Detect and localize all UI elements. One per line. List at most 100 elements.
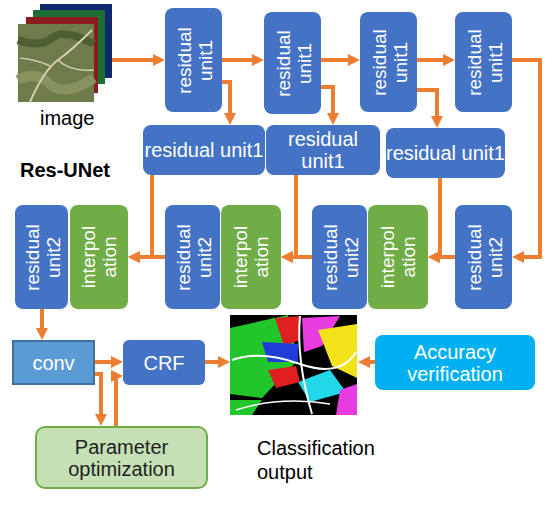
flow-arrow: [321, 54, 360, 66]
arrow-line: [95, 374, 101, 415]
rotated-text-holder: interpol ation: [221, 205, 281, 309]
residual-unit-box: residual unit2: [165, 205, 220, 309]
image-label: image: [40, 106, 120, 130]
arrow-head: [111, 356, 123, 368]
box-label: residual unit2: [172, 205, 214, 309]
flow-arrow: [281, 175, 296, 263]
map-region: [336, 384, 357, 415]
flow-arrow: [111, 370, 123, 426]
box-label: residual unit1: [173, 8, 215, 112]
flow-arrow: [428, 178, 440, 263]
flow-arrow: [281, 251, 312, 263]
map-bg: [230, 315, 357, 415]
rotated-text-holder: residual unit2: [455, 205, 512, 309]
arrow-line: [512, 60, 540, 257]
map-region: [318, 324, 357, 378]
map-region: [275, 316, 300, 346]
box-label: residual unit1: [368, 12, 410, 112]
box-label: residual unit1: [386, 142, 505, 164]
box-label: interpol ation: [230, 205, 272, 309]
map-boundary: [232, 352, 356, 369]
box-label: Parameter optimization: [37, 436, 206, 480]
box-label: residual unit1: [266, 128, 380, 172]
arrow-line: [139, 255, 165, 259]
arrow-line: [321, 87, 333, 114]
box-label: interpol ation: [78, 205, 120, 309]
map-boundary: [299, 316, 312, 414]
residual-unit-box: residual unit2: [312, 205, 367, 309]
box-label: residual unit2: [319, 205, 361, 309]
flow-arrow: [95, 356, 123, 368]
arrow-head: [281, 251, 293, 263]
flow-arrow: [417, 90, 443, 128]
box-label: Accuracy verification: [375, 341, 535, 385]
arrow-head: [36, 328, 48, 340]
output-label: Classification output: [257, 436, 397, 484]
residual-unit-box: residual unit1: [386, 128, 505, 178]
arrow-line: [222, 82, 230, 114]
parameter-box: Parameter optimization: [35, 426, 208, 489]
arrow-head: [428, 251, 440, 263]
rotated-text-holder: residual unit2: [312, 205, 367, 309]
box-label: residual unit2: [21, 205, 63, 309]
arrow-head: [512, 251, 524, 263]
arrow-line: [292, 175, 296, 257]
conv-box: conv: [12, 340, 95, 385]
arrow-head: [95, 414, 107, 426]
arrow-head: [111, 370, 123, 382]
arrow-head: [128, 251, 140, 263]
arrow-line: [139, 175, 152, 257]
rotated-text-holder: residual unit2: [165, 205, 220, 309]
box-label: interpol ation: [377, 205, 419, 309]
residual-unit-box: residual unit1: [360, 12, 417, 112]
arrow-head: [358, 356, 370, 368]
arrow-line: [439, 178, 440, 257]
arrow-head: [443, 54, 455, 66]
flow-arrow: [417, 54, 455, 66]
box-label: residual unit1: [145, 139, 264, 161]
arrow-line: [40, 309, 44, 329]
rotated-text-holder: residual unit1: [264, 12, 321, 114]
residual-unit-box: residual unit1: [143, 125, 265, 175]
interpolation-box: interpol ation: [368, 205, 428, 309]
rotated-text-holder: residual unit2: [15, 205, 68, 309]
interpolation-box: interpol ation: [221, 205, 281, 309]
accuracy-box: Accuracy verification: [375, 335, 535, 390]
model-title: Res-UNet: [20, 158, 140, 182]
arrow-line: [112, 58, 154, 62]
arrow-line: [222, 58, 253, 62]
arrow-line: [292, 255, 312, 259]
flow-arrow: [95, 374, 107, 426]
map-region: [268, 366, 300, 388]
arrow-head: [327, 113, 339, 125]
arrow-head: [218, 356, 230, 368]
river-line: [58, 60, 94, 70]
map-boundary: [236, 401, 330, 410]
arrow-line: [95, 360, 112, 364]
image-stack: [18, 4, 112, 102]
crf-box: CRF: [123, 340, 205, 385]
interpolation-box: interpol ation: [70, 205, 128, 309]
flow-arrow: [36, 309, 48, 340]
residual-unit-box: residual unit1: [266, 125, 380, 175]
arrow-line: [321, 58, 349, 62]
residual-unit-box: residual unit1: [455, 12, 512, 112]
box-label: residual unit2: [463, 205, 505, 309]
river-line: [20, 58, 50, 66]
flow-arrow: [222, 54, 264, 66]
residual-unit-box: residual unit1: [264, 12, 321, 114]
free-arrows: [112, 54, 375, 368]
arrow-head: [428, 251, 440, 263]
box-label: residual unit1: [272, 12, 314, 114]
river-line: [30, 30, 92, 102]
arrow-head: [224, 113, 236, 125]
box-label: CRF: [143, 352, 184, 374]
arrow-head: [281, 251, 293, 263]
residual-unit-box: residual unit2: [455, 205, 512, 309]
arrow-line: [417, 58, 444, 62]
arrow-head: [252, 54, 264, 66]
arrow-line: [439, 255, 455, 259]
flow-arrow: [128, 175, 152, 263]
classification-map: [230, 315, 357, 415]
